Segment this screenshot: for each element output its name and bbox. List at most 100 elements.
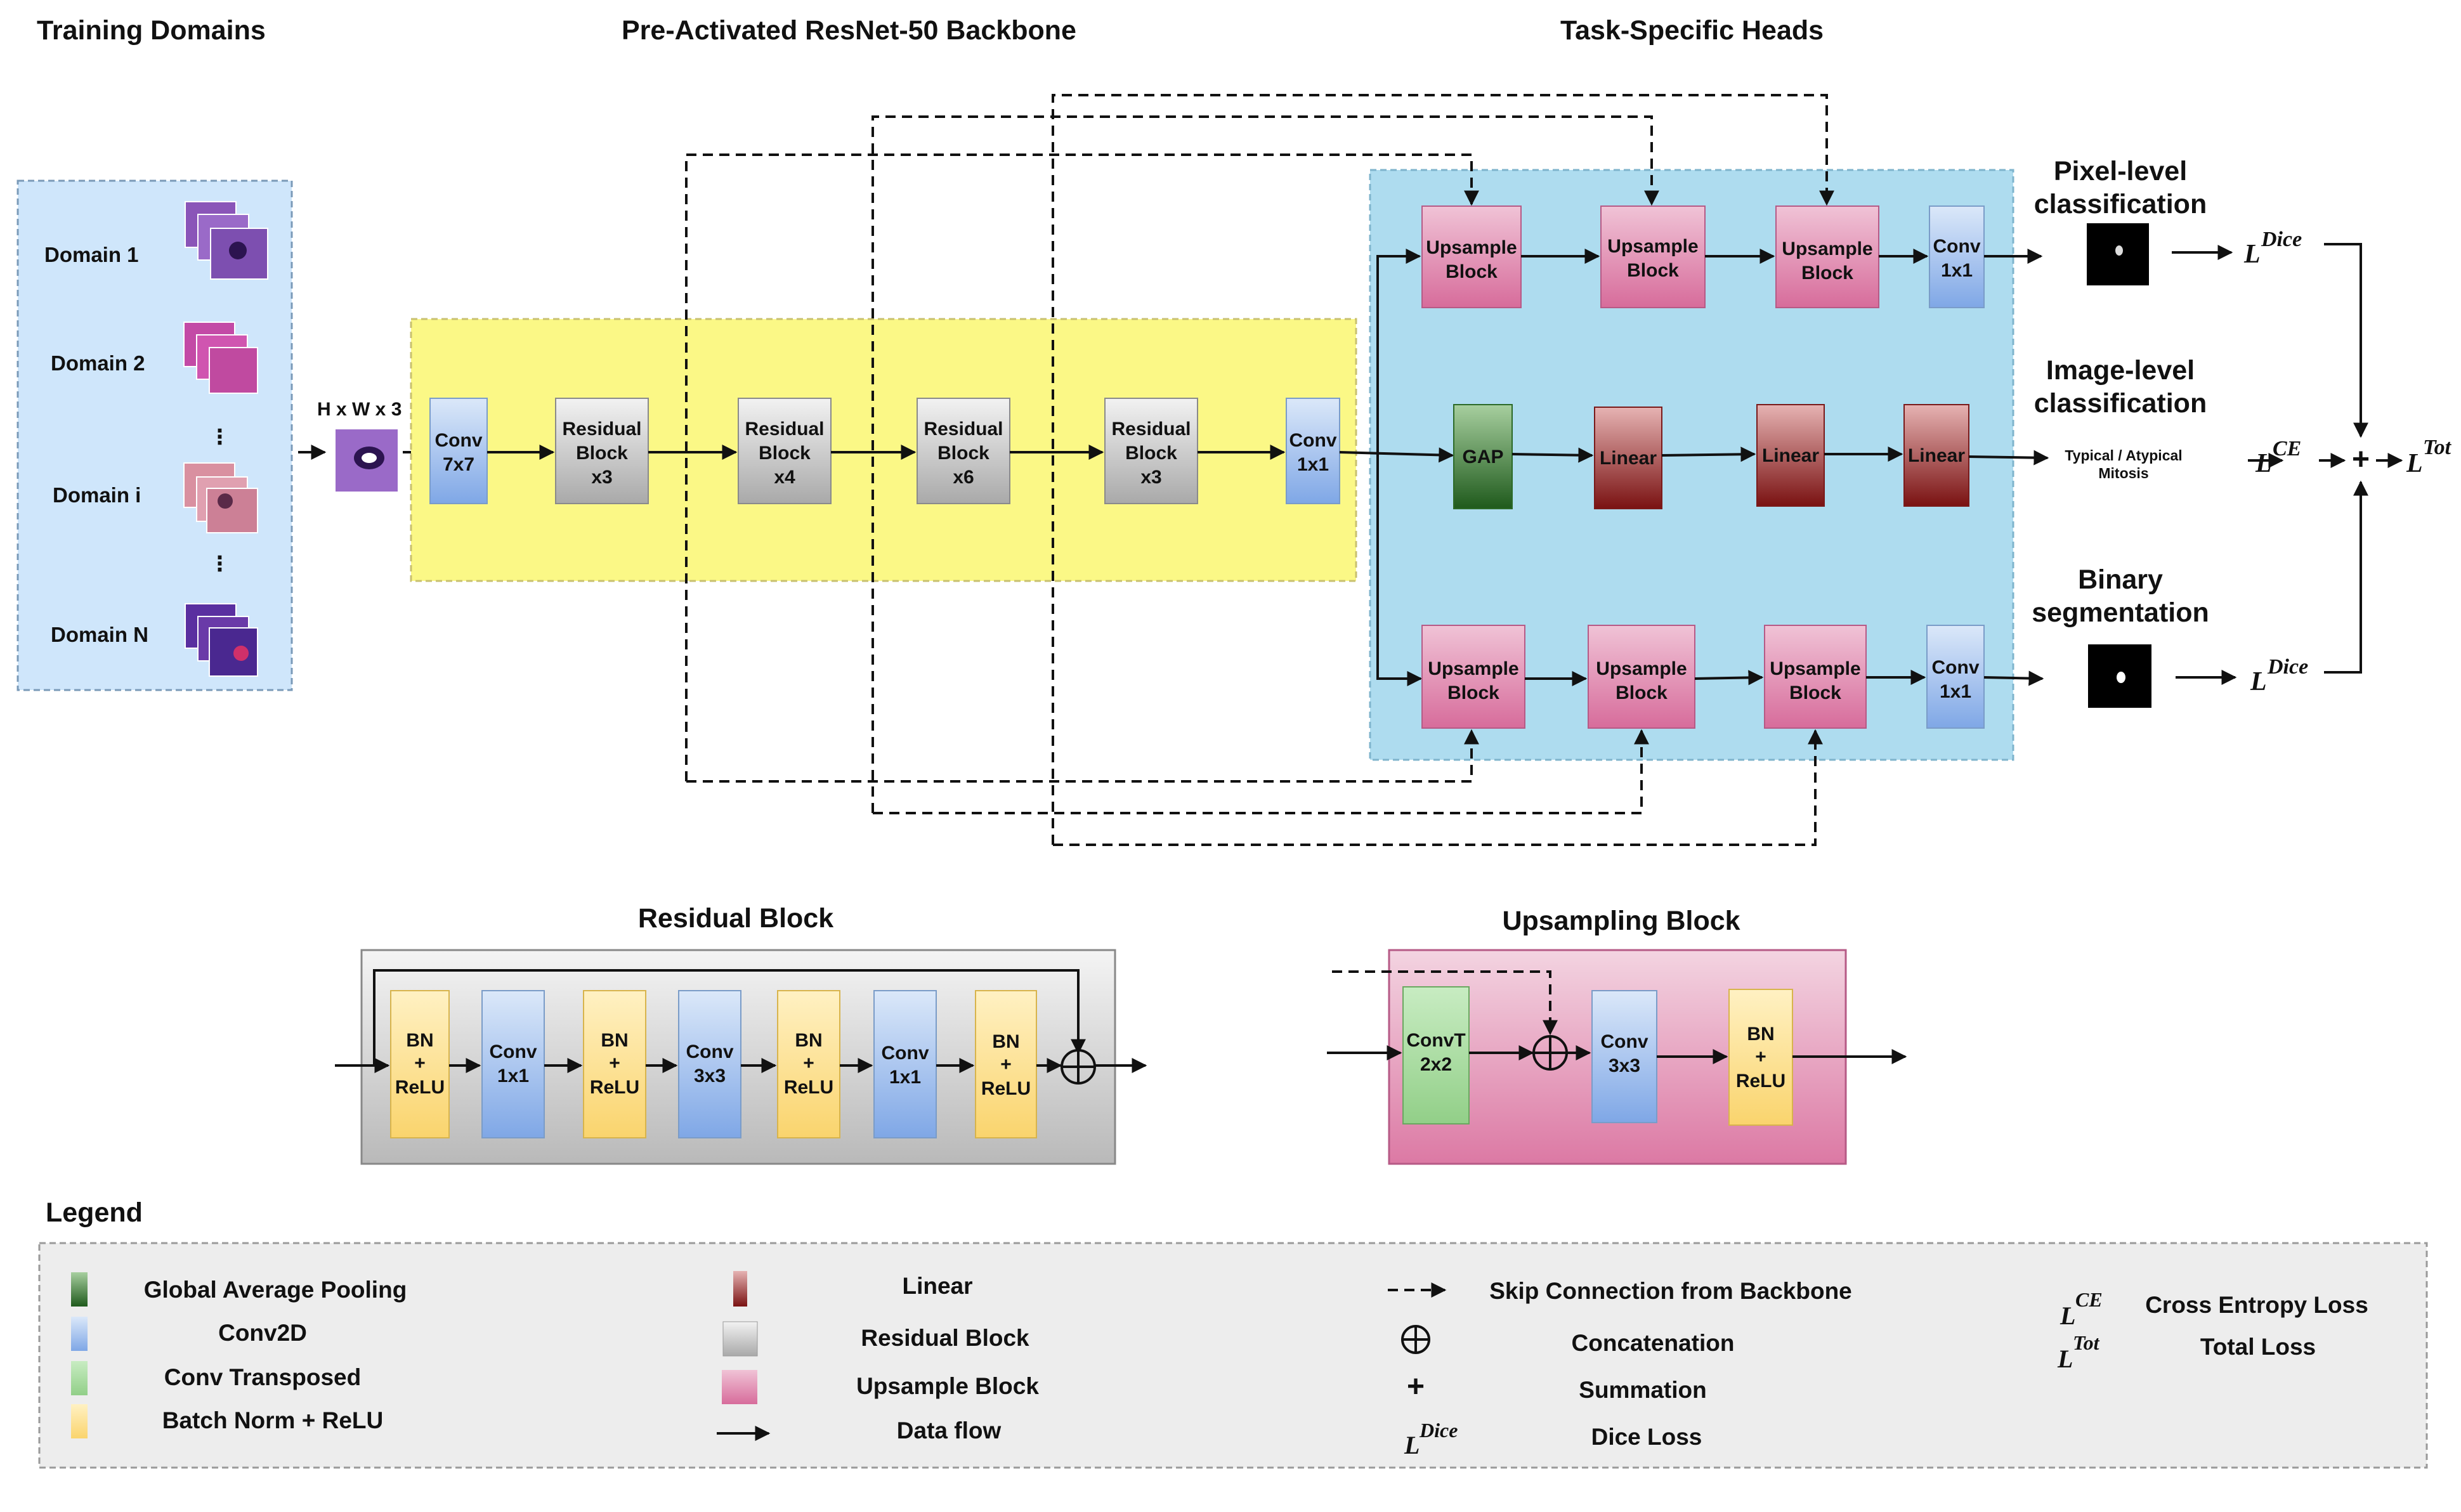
svg-text:+: + — [1000, 1054, 1012, 1075]
svg-text:Residual: Residual — [924, 419, 1003, 440]
svg-text:Block: Block — [1125, 443, 1177, 464]
domain-1-label: Domain 1 — [44, 243, 139, 266]
legend-residual-swatch — [722, 1321, 758, 1357]
svg-text:+: + — [1755, 1046, 1766, 1067]
domain-2-tissue-image — [183, 322, 258, 394]
svg-text:Linear: Linear — [1908, 445, 1965, 466]
legend-gap-label: Global Average Pooling — [144, 1277, 407, 1303]
pixel-upsample-block-1: Upsample Block — [1421, 205, 1522, 308]
svg-text:Linear: Linear — [1600, 448, 1657, 469]
typical-atypical-label: Typical / Atypical — [2065, 447, 2182, 464]
binary-row-arrows — [1525, 480, 2368, 686]
backbone-header: Pre-Activated ResNet-50 Backbone — [622, 15, 1076, 46]
domain-i-tissue-image — [183, 462, 258, 533]
domain-n-label: Domain N — [51, 623, 148, 646]
upsampling-conv3x3-block: Conv 3x3 — [1591, 990, 1657, 1123]
svg-text:Conv: Conv — [435, 430, 483, 451]
svg-text:L: L — [2060, 1301, 2075, 1330]
legend-panel — [38, 1242, 2428, 1469]
image-linear-block-3: Linear — [1903, 404, 1969, 507]
svg-text:Block: Block — [1627, 260, 1679, 281]
backbone-conv7x7-block: Conv 7x7 — [429, 398, 488, 504]
input-tissue-image — [334, 428, 399, 493]
ellipsis-dots-1: ⋮ — [209, 425, 230, 448]
legend-dice-symbol: L Dice — [1404, 1419, 1458, 1459]
svg-text:CE: CE — [2273, 437, 2301, 460]
svg-text:ReLU: ReLU — [395, 1077, 445, 1098]
upsampling-block-title: Upsampling Block — [1502, 906, 1740, 936]
pixel-upsample-block-2: Upsample Block — [1600, 205, 1706, 308]
upsampling-bn-relu-block: BN + ReLU — [1728, 989, 1793, 1126]
pixel-row-arrows — [1521, 243, 2368, 438]
upsampling-flow-arrows — [1327, 970, 1907, 1064]
image-linear-block-2: Linear — [1756, 404, 1825, 507]
pixel-conv1x1-block: Conv 1x1 — [1929, 205, 1985, 308]
residual-bn-relu-3: BN + ReLU — [777, 990, 840, 1138]
image-level-subtitle: classification — [2034, 388, 2207, 419]
backbone-to-heads-arrows — [1339, 249, 1454, 686]
svg-text:Conv: Conv — [1932, 657, 1980, 678]
upsampling-concat-symbol — [1532, 1035, 1568, 1071]
svg-text:Linear: Linear — [1762, 445, 1819, 466]
svg-text:Upsample: Upsample — [1782, 238, 1872, 259]
legend-convt-swatch — [71, 1361, 88, 1395]
residual-conv3x3: Conv 3x3 — [678, 990, 741, 1138]
ce-loss: L CE — [2255, 437, 2301, 478]
pixel-level-title: Pixel-level — [2054, 156, 2187, 186]
legend-dataflow-label: Data flow — [897, 1418, 1002, 1444]
svg-text:BN: BN — [992, 1031, 1019, 1052]
svg-text:BN: BN — [795, 1030, 822, 1051]
svg-text:GAP: GAP — [1462, 446, 1503, 467]
ellipsis-dots-2: ⋮ — [209, 552, 230, 575]
svg-text:7x7: 7x7 — [443, 454, 474, 475]
svg-text:Conv: Conv — [686, 1041, 734, 1062]
legend-gap-swatch — [71, 1272, 88, 1307]
image-linear-block-1: Linear — [1594, 407, 1662, 509]
residual-conv1x1-1: Conv 1x1 — [481, 990, 545, 1138]
input-size-label: H x W x 3 — [317, 399, 401, 420]
domain-1-tissue-image — [185, 201, 268, 280]
image-level-title: Image-level — [2046, 355, 2195, 386]
binary-subtitle: segmentation — [2032, 597, 2209, 628]
svg-text:1x1: 1x1 — [1297, 454, 1329, 475]
domain-2-label: Domain 2 — [51, 351, 145, 375]
svg-text:x3: x3 — [591, 467, 612, 488]
svg-text:ReLU: ReLU — [981, 1078, 1031, 1099]
legend-upsample-swatch — [722, 1370, 757, 1404]
svg-text:Dice: Dice — [2261, 228, 2302, 251]
domain-i-label: Domain i — [53, 483, 141, 507]
svg-text:x4: x4 — [774, 467, 795, 488]
total-loss: L Tot — [2406, 436, 2452, 478]
backbone-residual-block-x4: Residual Block x4 — [738, 398, 832, 504]
mitosis-label: Mitosis — [2098, 465, 2148, 481]
svg-text:Tot: Tot — [2073, 1331, 2100, 1354]
upsampling-convt-block: ConvT 2x2 — [1402, 986, 1470, 1124]
svg-text:Block: Block — [1789, 682, 1841, 703]
legend-concat-icon — [1401, 1325, 1430, 1354]
svg-text:ConvT: ConvT — [1406, 1030, 1465, 1051]
domain-n-tissue-image — [185, 603, 258, 677]
svg-text:Block: Block — [937, 443, 989, 464]
legend-tot-symbol: L Tot — [2057, 1331, 2100, 1373]
svg-text:Conv: Conv — [1601, 1031, 1648, 1052]
residual-skip-line — [373, 969, 1086, 1066]
backbone-panel — [410, 318, 1357, 582]
svg-text:L: L — [2057, 1345, 2073, 1373]
gap-block: GAP — [1453, 404, 1513, 509]
svg-text:Conv: Conv — [882, 1043, 929, 1064]
residual-bn-relu-1: BN + ReLU — [390, 990, 450, 1138]
svg-text:x3: x3 — [1140, 467, 1161, 488]
svg-text:L: L — [2250, 667, 2267, 696]
binary-upsample-block-3: Upsample Block — [1764, 625, 1867, 729]
backbone-conv1x1-block: Conv 1x1 — [1286, 398, 1340, 504]
legend-ce-symbol: L CE — [2060, 1288, 2103, 1330]
svg-text:3x3: 3x3 — [694, 1066, 726, 1086]
binary-title: Binary — [2078, 564, 2163, 595]
residual-bn-relu-2: BN + ReLU — [583, 990, 646, 1138]
legend-bn-label: Batch Norm + ReLU — [162, 1407, 383, 1433]
svg-text:Upsample: Upsample — [1426, 237, 1517, 258]
svg-text:L: L — [1404, 1431, 1420, 1459]
svg-text:CE: CE — [2075, 1288, 2103, 1311]
svg-text:Upsample: Upsample — [1770, 658, 1860, 679]
svg-text:Block: Block — [576, 443, 628, 464]
